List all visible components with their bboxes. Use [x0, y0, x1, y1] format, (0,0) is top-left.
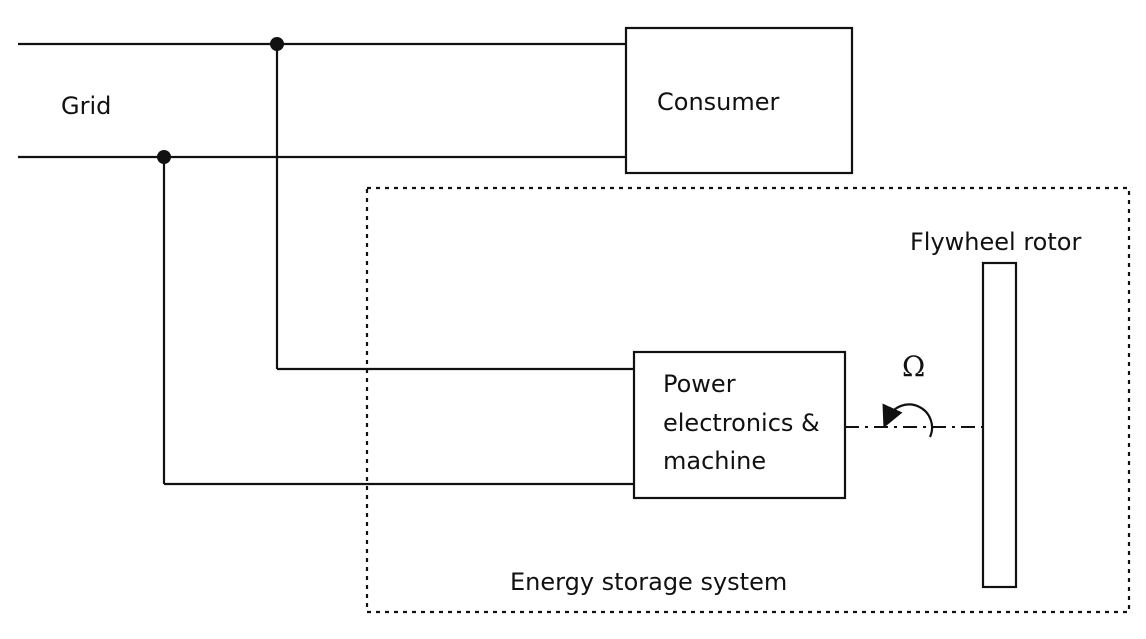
- junction-dot-bottom: [157, 150, 171, 164]
- rotation-arrow-icon: [882, 403, 934, 438]
- energy-storage-system-label: Energy storage system: [510, 568, 787, 596]
- junction-dot-top: [270, 37, 284, 51]
- power-electronics-label-line1: Power: [663, 370, 736, 398]
- grid-label: Grid: [61, 92, 111, 120]
- energy-storage-system-boundary: [365, 186, 1131, 614]
- power-electronics-box: [632, 350, 847, 500]
- omega-symbol: Ω: [902, 350, 925, 383]
- power-electronics-label-line3: machine: [663, 447, 766, 475]
- consumer-label: Consumer: [657, 88, 780, 116]
- flywheel-rotor: [981, 261, 1018, 589]
- power-electronics-label-line2: electronics &: [663, 409, 820, 437]
- flywheel-rotor-label: Flywheel rotor: [910, 228, 1081, 256]
- consumer-box: [624, 26, 854, 175]
